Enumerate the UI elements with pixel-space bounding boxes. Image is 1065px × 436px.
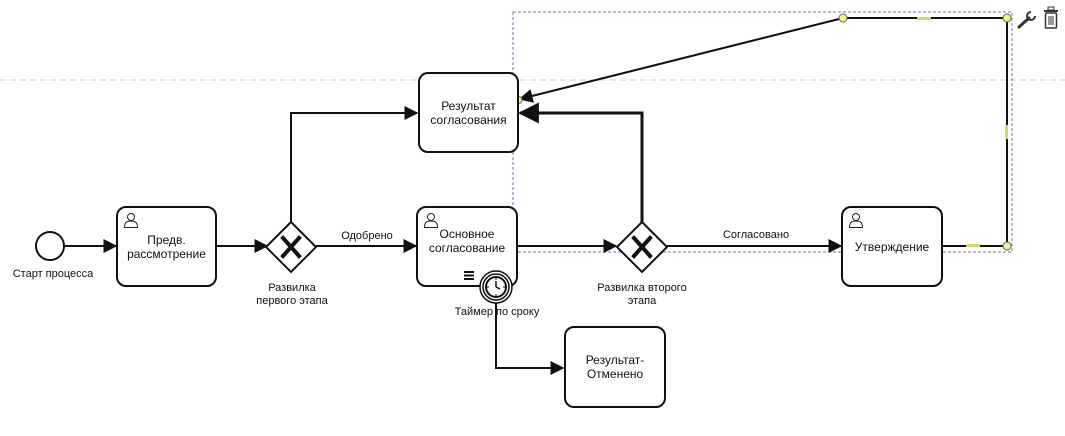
task-label: Предв. рассмотрение	[127, 232, 206, 261]
exclusive-gateway-first[interactable]	[264, 220, 318, 274]
gateway-second-label: Развилка второго этапа	[597, 282, 687, 307]
task-label: Результат- Отменено	[585, 353, 645, 381]
flow-approved-label: Одобрено	[341, 230, 393, 242]
task-cancelled[interactable]: Результат- Отменено	[564, 326, 666, 408]
task-label: Результат согласования	[430, 98, 507, 127]
gateway-first-label: Развилка первого этапа	[256, 282, 328, 307]
flow-gateway2-to-result[interactable]	[517, 102, 644, 222]
task-approval-result[interactable]: Результат согласования	[418, 72, 519, 153]
start-event-label: Старт процесса	[12, 268, 94, 280]
flow-gateway1-to-result[interactable]	[290, 106, 419, 222]
clock-icon	[495, 281, 501, 290]
segment-handle[interactable]	[966, 244, 980, 247]
task-label: Утверждение	[854, 239, 930, 254]
task-prelim-review[interactable]: Предв. рассмотрение	[116, 206, 217, 287]
flow-timer-to-cancelled[interactable]	[495, 301, 565, 375]
start-event[interactable]	[35, 231, 65, 261]
waypoint-handle[interactable]	[1002, 241, 1012, 251]
user-icon	[423, 213, 439, 228]
waypoint-handle[interactable]	[838, 13, 848, 23]
segment-handle[interactable]	[917, 17, 931, 20]
wrench-icon[interactable]	[1017, 11, 1036, 29]
exclusive-gateway-second[interactable]	[615, 220, 669, 274]
task-main-approval[interactable]: Основное согласование	[416, 206, 518, 287]
trash-icon[interactable]	[1044, 6, 1058, 29]
task-final-approval[interactable]: Утверждение	[841, 206, 943, 287]
segment-handle[interactable]	[1005, 125, 1008, 139]
user-icon	[123, 213, 139, 228]
multi-instance-icon	[464, 271, 474, 280]
waypoint-handle[interactable]	[1002, 13, 1012, 23]
timer-label: Таймер по сроку	[454, 306, 540, 318]
timer-boundary-event[interactable]	[478, 269, 514, 305]
user-icon	[848, 213, 864, 228]
flow-agreed-label: Согласовано	[722, 229, 790, 241]
task-label: Основное согласование	[428, 226, 506, 255]
